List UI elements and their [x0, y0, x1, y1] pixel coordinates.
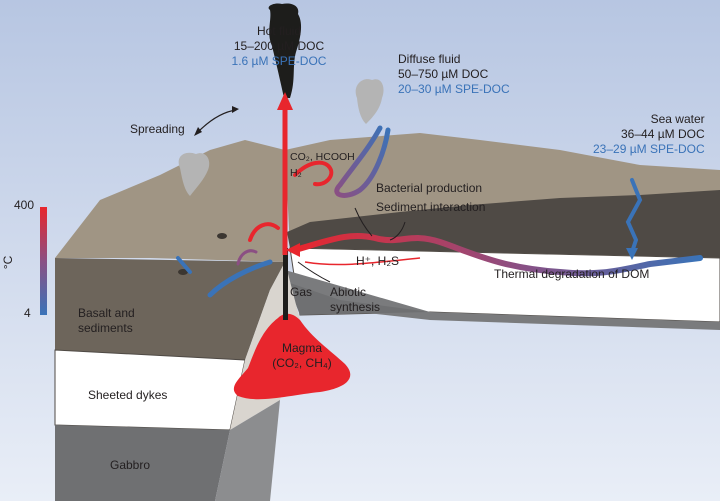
- thermal-arrowhead: [286, 243, 300, 257]
- hot-fluid-spe: 1.6 µM SPE-DOC: [231, 54, 327, 68]
- diffuse-plume-left: [178, 152, 210, 196]
- rift-wall-gabbro: [215, 400, 280, 501]
- left-cold-recharge: [207, 259, 273, 298]
- thermal-pathway-thin: [304, 257, 421, 266]
- sediment-arrow: [389, 221, 406, 241]
- gabbro-label: Gabbro: [110, 458, 151, 472]
- diffuse-fluid-loop: [334, 125, 391, 198]
- temp-min-label: 4: [24, 306, 31, 320]
- right-dark-wedge: [287, 282, 430, 315]
- seawater-arrowhead: [626, 248, 638, 260]
- abiotic-label-line1: Abiotic: [330, 285, 367, 299]
- diffuse-plume-right: [355, 79, 384, 124]
- abiotic-arrow: [297, 261, 331, 283]
- seawater-recharge-arrow: [625, 178, 643, 254]
- vent-hole-1: [217, 233, 227, 239]
- diffuse-fluid-label: Diffuse fluid 50–750 µM DOC 20–30 µM SPE…: [398, 52, 510, 97]
- left-hot-loop: [248, 222, 280, 242]
- temperature-scale-bar: [40, 207, 47, 315]
- sea-water-doc: 36–44 µM DOC: [621, 127, 705, 141]
- magma-conduit: [283, 248, 288, 320]
- vent-hole-2: [178, 269, 188, 275]
- h-h2s-label: H⁺, H₂S: [356, 254, 399, 268]
- sheeted-dykes-label: Sheeted dykes: [88, 388, 168, 402]
- sea-water-spe: 23–29 µM SPE-DOC: [593, 142, 705, 156]
- basalt-label: Basalt and sediments: [78, 306, 135, 336]
- magma-label-line2: (CO₂, CH₄): [272, 356, 332, 370]
- abiotic-label-line2: synthesis: [330, 300, 381, 314]
- sea-water-label: Sea water 36–44 µM DOC 23–29 µM SPE-DOC: [593, 112, 705, 157]
- co2-hcooh-label: CO₂, HCOOH: [290, 151, 355, 163]
- hot-fluid-arrowhead: [277, 92, 293, 110]
- magma-label: Magma (CO₂, CH₄): [262, 341, 342, 371]
- diffuse-fluid-title: Diffuse fluid: [398, 52, 461, 66]
- bacterial-arrow: [354, 207, 373, 237]
- spreading-label: Spreading: [130, 122, 185, 136]
- h2-label: H₂: [290, 167, 302, 179]
- left-sediment-surface: [55, 140, 285, 262]
- gas-label: Gas: [290, 285, 313, 299]
- left-mixed-loop: [236, 249, 258, 266]
- thermal-pathway-arrow: [292, 232, 703, 277]
- hot-fluid-title: Hot fluid: [256, 24, 302, 38]
- magma-chamber: [233, 313, 351, 400]
- spreading-arrowhead-right: [232, 106, 239, 113]
- sea-water-title: Sea water: [650, 112, 705, 126]
- sediment-interaction-label: Sediment interaction: [376, 200, 486, 214]
- diffuse-fluid-doc: 50–750 µM DOC: [398, 67, 489, 81]
- diffuse-fluid-spe: 20–30 µM SPE-DOC: [398, 82, 510, 96]
- basalt-label-line1: Basalt and: [78, 306, 135, 320]
- spreading-arrowhead-left: [194, 127, 202, 136]
- basalt-label-line2: sediments: [78, 321, 133, 335]
- hot-fluid-doc: 15–200 µM DOC: [233, 39, 325, 53]
- magma-label-line1: Magma: [281, 341, 322, 355]
- left-vent-arrow: [176, 256, 192, 274]
- temp-max-label: 400: [14, 198, 35, 212]
- hot-fluid-label: Hot fluid 15–200 µM DOC 1.6 µM SPE-DOC: [224, 24, 334, 69]
- right-gabbro-strip: [285, 270, 720, 330]
- gabbro-layer: [55, 425, 230, 501]
- black-smoker-plume: [268, 3, 302, 99]
- bacterial-production-label: Bacterial production: [376, 181, 483, 195]
- co2-hcooh-loop: [293, 160, 334, 187]
- thermal-degradation-label: Thermal degradation of DOM: [494, 267, 650, 281]
- temp-unit-label: °C: [1, 255, 16, 270]
